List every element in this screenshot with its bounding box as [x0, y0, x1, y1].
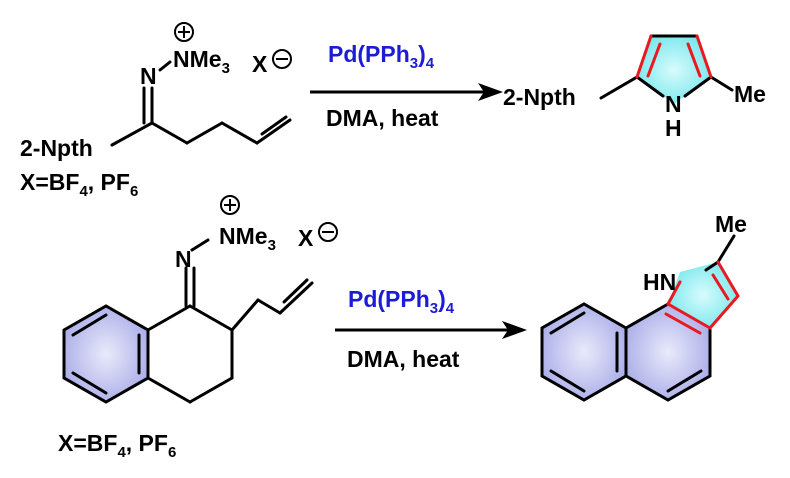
new-bond	[666, 302, 712, 330]
indole-nh-label: HN	[643, 269, 676, 295]
bond	[704, 260, 720, 272]
salt-label: X=BF4, PF6	[58, 430, 176, 461]
bond-inner	[549, 369, 586, 393]
conditions-label: DMA, heat	[326, 105, 439, 131]
new-bond	[716, 260, 740, 298]
product-2: HN Me	[540, 211, 747, 402]
aromatic-ring	[64, 306, 148, 402]
cation-group: NMe3	[219, 223, 276, 254]
bond	[188, 304, 234, 332]
pyrrole-nitrogen: N	[665, 91, 682, 117]
bond-double-alkene	[282, 278, 309, 304]
reaction-arrow	[335, 321, 527, 339]
bond-inner	[549, 311, 586, 335]
bond	[256, 298, 282, 315]
bond	[190, 238, 210, 252]
reactant-1	[110, 60, 292, 147]
bond	[188, 376, 234, 404]
bond	[278, 281, 314, 315]
new-bond	[635, 34, 653, 79]
bond	[220, 121, 259, 145]
new-bond	[686, 42, 702, 78]
methyl-label: Me	[715, 211, 747, 237]
bond	[146, 304, 192, 332]
bond	[683, 75, 713, 98]
reaction-2: N NMe3 X X=BF4, PF6 Pd(PPh3)4 DMA, heat	[58, 195, 747, 461]
reagent-label: Pd(PPh3)4	[348, 286, 455, 317]
bond	[716, 234, 736, 264]
new-bond	[711, 273, 730, 301]
minus-charge-icon	[318, 222, 338, 242]
counterion: X	[252, 51, 268, 77]
bond	[635, 75, 665, 98]
minus-charge-icon	[272, 49, 292, 69]
bond-inner	[71, 313, 108, 337]
salt-label: X=BF4, PF6	[20, 169, 138, 200]
bond	[230, 298, 260, 332]
bond	[110, 121, 154, 147]
product-1: 2-Npth Me N H	[503, 34, 766, 141]
imine-nitrogen: N	[175, 246, 192, 272]
aromatic-ring-left	[542, 304, 626, 400]
product-aryl-label: 2-Npth	[503, 84, 576, 110]
bond-inner	[666, 369, 703, 393]
bond	[255, 118, 292, 145]
new-bond	[708, 294, 740, 330]
pyrrole-hydrogen: H	[665, 115, 682, 141]
reaction-arrow	[310, 83, 503, 101]
bond	[624, 302, 670, 330]
plus-charge-icon	[220, 195, 240, 215]
cation-group: NMe3	[173, 46, 230, 77]
counterion: X	[298, 225, 314, 251]
new-bond	[695, 34, 713, 79]
new-bond	[666, 280, 682, 306]
bond	[150, 121, 189, 145]
pyrrole-ring	[668, 262, 738, 328]
ring-outline	[540, 302, 712, 402]
plus-charge-icon	[174, 22, 194, 42]
new-bond	[646, 42, 662, 78]
reactant-2: N NMe3 X X=BF4, PF6	[58, 195, 338, 461]
methyl-label: Me	[734, 81, 766, 107]
aryl-label: 2-Npth	[20, 135, 93, 161]
imine-nitrogen: N	[140, 63, 157, 89]
bond-inner	[71, 371, 108, 395]
reagent-label: Pd(PPh3)4	[328, 41, 435, 72]
bond	[185, 121, 224, 145]
new-bond	[664, 312, 702, 335]
bond-double-alkene	[260, 115, 288, 136]
bond	[599, 75, 639, 100]
bond	[146, 376, 192, 404]
bond	[709, 75, 734, 92]
reaction-1: N NMe3 X 2-Npth X=BF4, PF6 Pd(PPh3)4 DMA…	[20, 22, 766, 200]
conditions-label: DMA, heat	[347, 346, 460, 372]
bond	[158, 60, 172, 72]
